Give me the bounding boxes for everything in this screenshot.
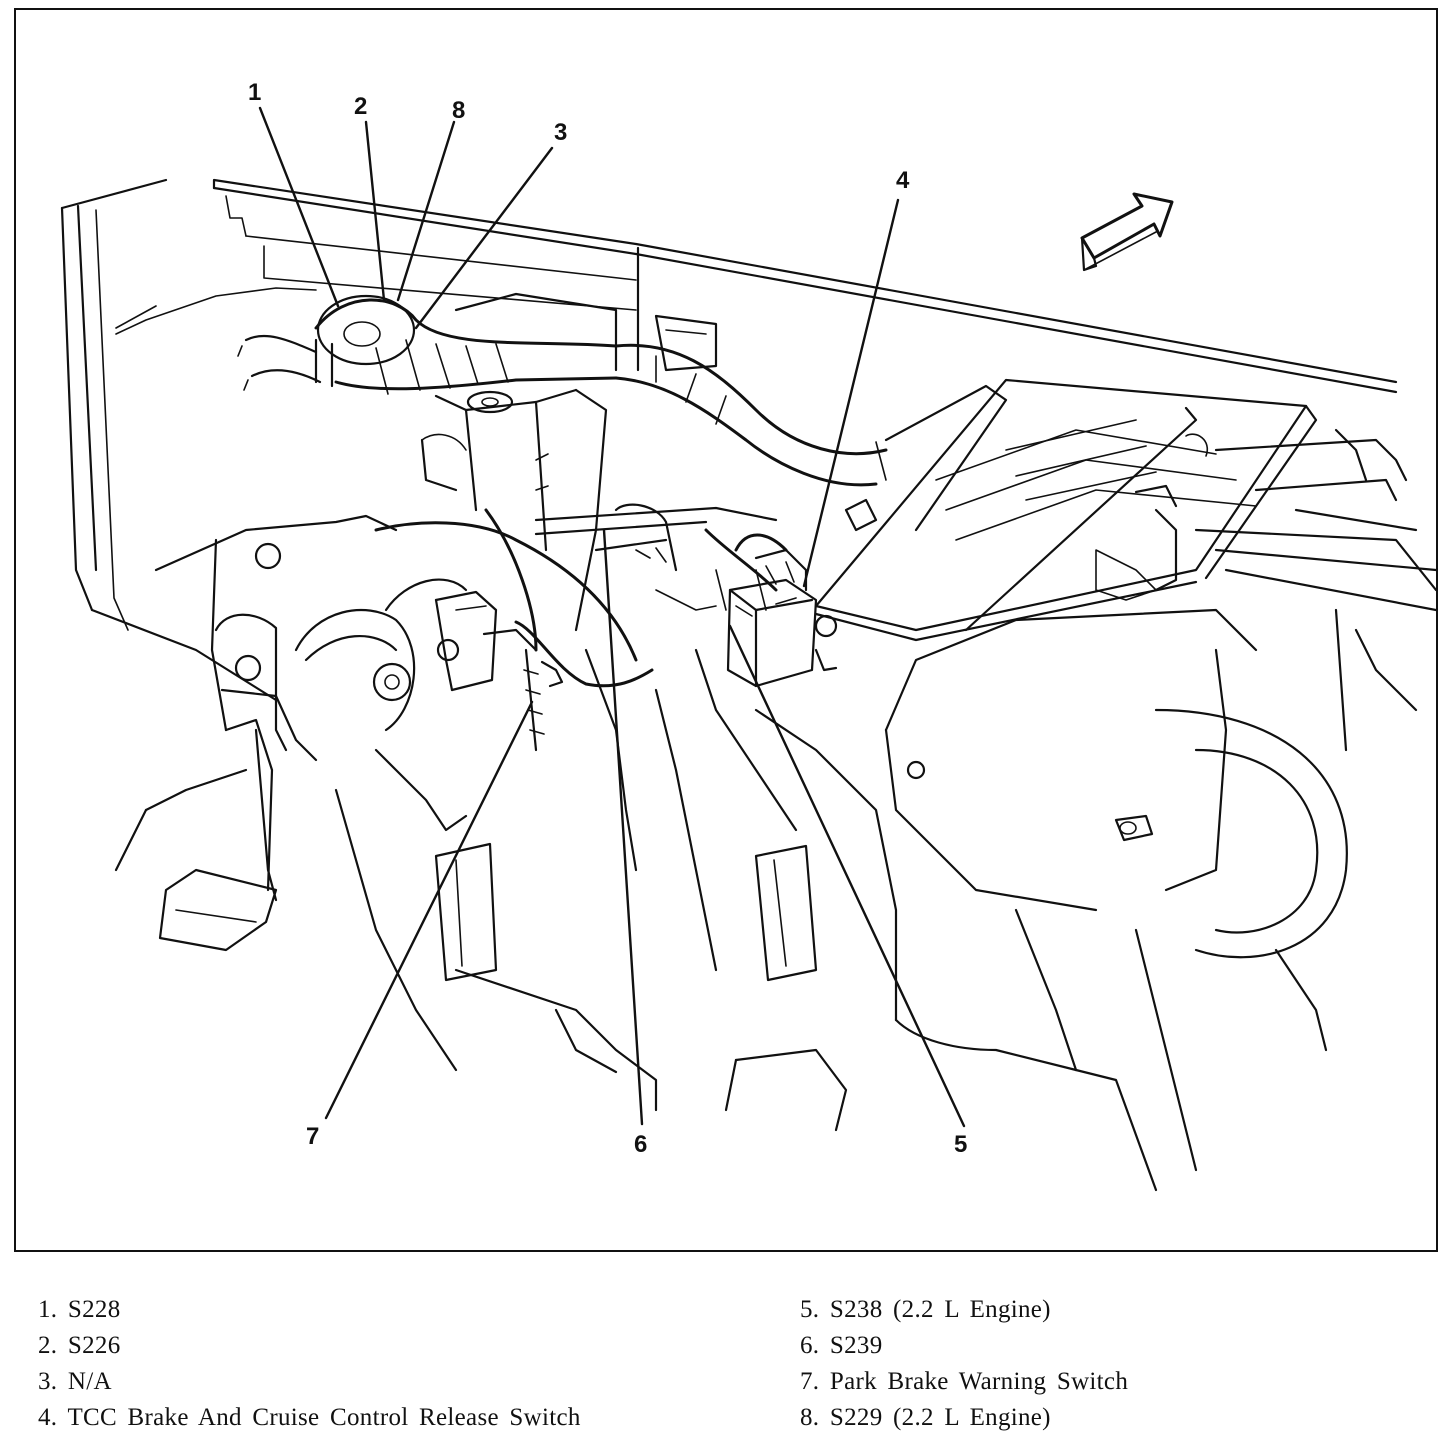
center-harness: [374, 503, 788, 662]
legend-item: 2. S226: [38, 1332, 121, 1359]
blower-housing: [884, 608, 1418, 1172]
pedal-bracket: [420, 292, 618, 632]
callout-7: 7: [306, 1123, 319, 1150]
lower-console: [334, 648, 1158, 1192]
legend-item: 1. S228: [38, 1296, 121, 1323]
legend-item: 4. TCC Brake And Cruise Control Release …: [38, 1404, 581, 1431]
callout-1: 1: [248, 79, 261, 106]
legend-column-left: 1. S228 2. S226 3. N/A 4. TCC Brake And …: [38, 1292, 581, 1436]
callout-8: 8: [452, 97, 465, 124]
callout-6: 6: [634, 1131, 647, 1158]
legend-column-right: 5. S238 (2.2 L Engine) 6. S239 7. Park B…: [800, 1292, 1128, 1436]
legend-item: 3. N/A: [38, 1368, 112, 1395]
callout-3: 3: [554, 119, 567, 146]
legend: 1. S228 2. S226 3. N/A 4. TCC Brake And …: [38, 1292, 1428, 1432]
legend-item: 7. Park Brake Warning Switch: [800, 1368, 1129, 1395]
legend-item: 6. S239: [800, 1332, 883, 1359]
left-pillar: [60, 178, 278, 702]
harness-connector: [654, 314, 887, 532]
forward-arrow-icon: [1080, 192, 1174, 272]
tcc-switch-connector: [726, 548, 838, 688]
callout-2: 2: [354, 93, 367, 120]
diagram-illustration: 1 2 8 3 4 7 6 5: [60, 79, 1436, 1192]
legend-item: 8. S229 (2.2 L Engine): [800, 1404, 1051, 1431]
legend-item: 5. S238 (2.2 L Engine): [800, 1296, 1051, 1323]
brake-pedal-assembly: [114, 514, 468, 952]
dash-top: [115, 178, 1398, 394]
wiring-harness: [237, 294, 888, 487]
diagram-frame: 1 2 8 3 4 7 6 5: [14, 8, 1438, 1252]
callout-4: 4: [896, 167, 910, 194]
hvac-module: [814, 378, 1436, 642]
callout-5: 5: [954, 1131, 967, 1158]
park-brake-switch: [434, 590, 654, 752]
leader-lines: [258, 106, 966, 1128]
